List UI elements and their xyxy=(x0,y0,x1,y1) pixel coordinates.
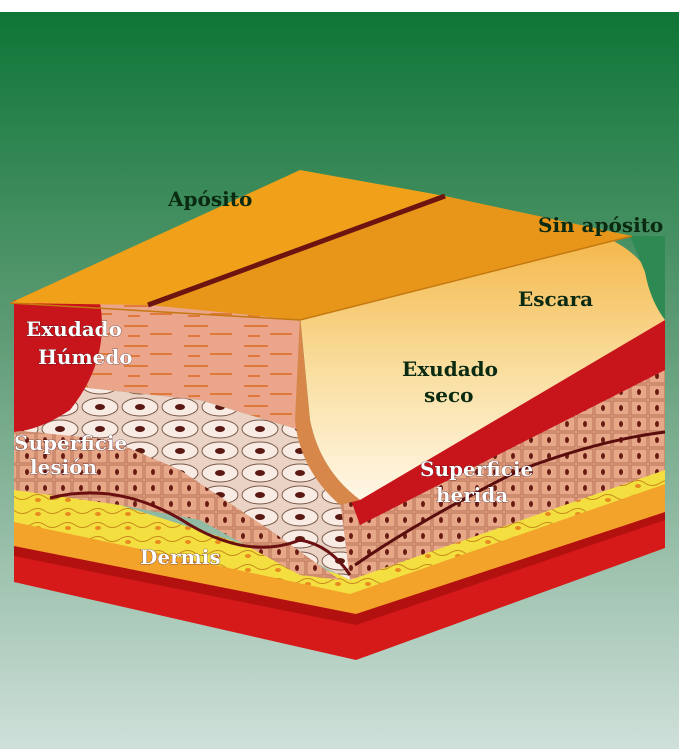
label-exudado-humedo-line2: Húmedo xyxy=(38,345,133,369)
label-superficie-lesion-line2: lesión xyxy=(30,455,98,479)
label-exudado-seco-line2: seco xyxy=(424,383,474,407)
label-aposito: Apósito xyxy=(167,187,252,211)
top-margin xyxy=(0,0,679,12)
label-escara: Escara xyxy=(518,287,593,311)
label-sin-aposito: Sin apósito xyxy=(538,213,663,237)
label-dermis: Dermis xyxy=(140,545,221,569)
label-exudado-seco-line1: Exudado xyxy=(402,357,498,381)
label-superficie-herida-line2: herida xyxy=(436,483,508,507)
label-exudado-humedo-line1: Exudado xyxy=(26,317,122,341)
label-superficie-lesion-line1: Superficie xyxy=(14,431,127,455)
label-superficie-herida-line1: Superficie xyxy=(420,457,533,481)
